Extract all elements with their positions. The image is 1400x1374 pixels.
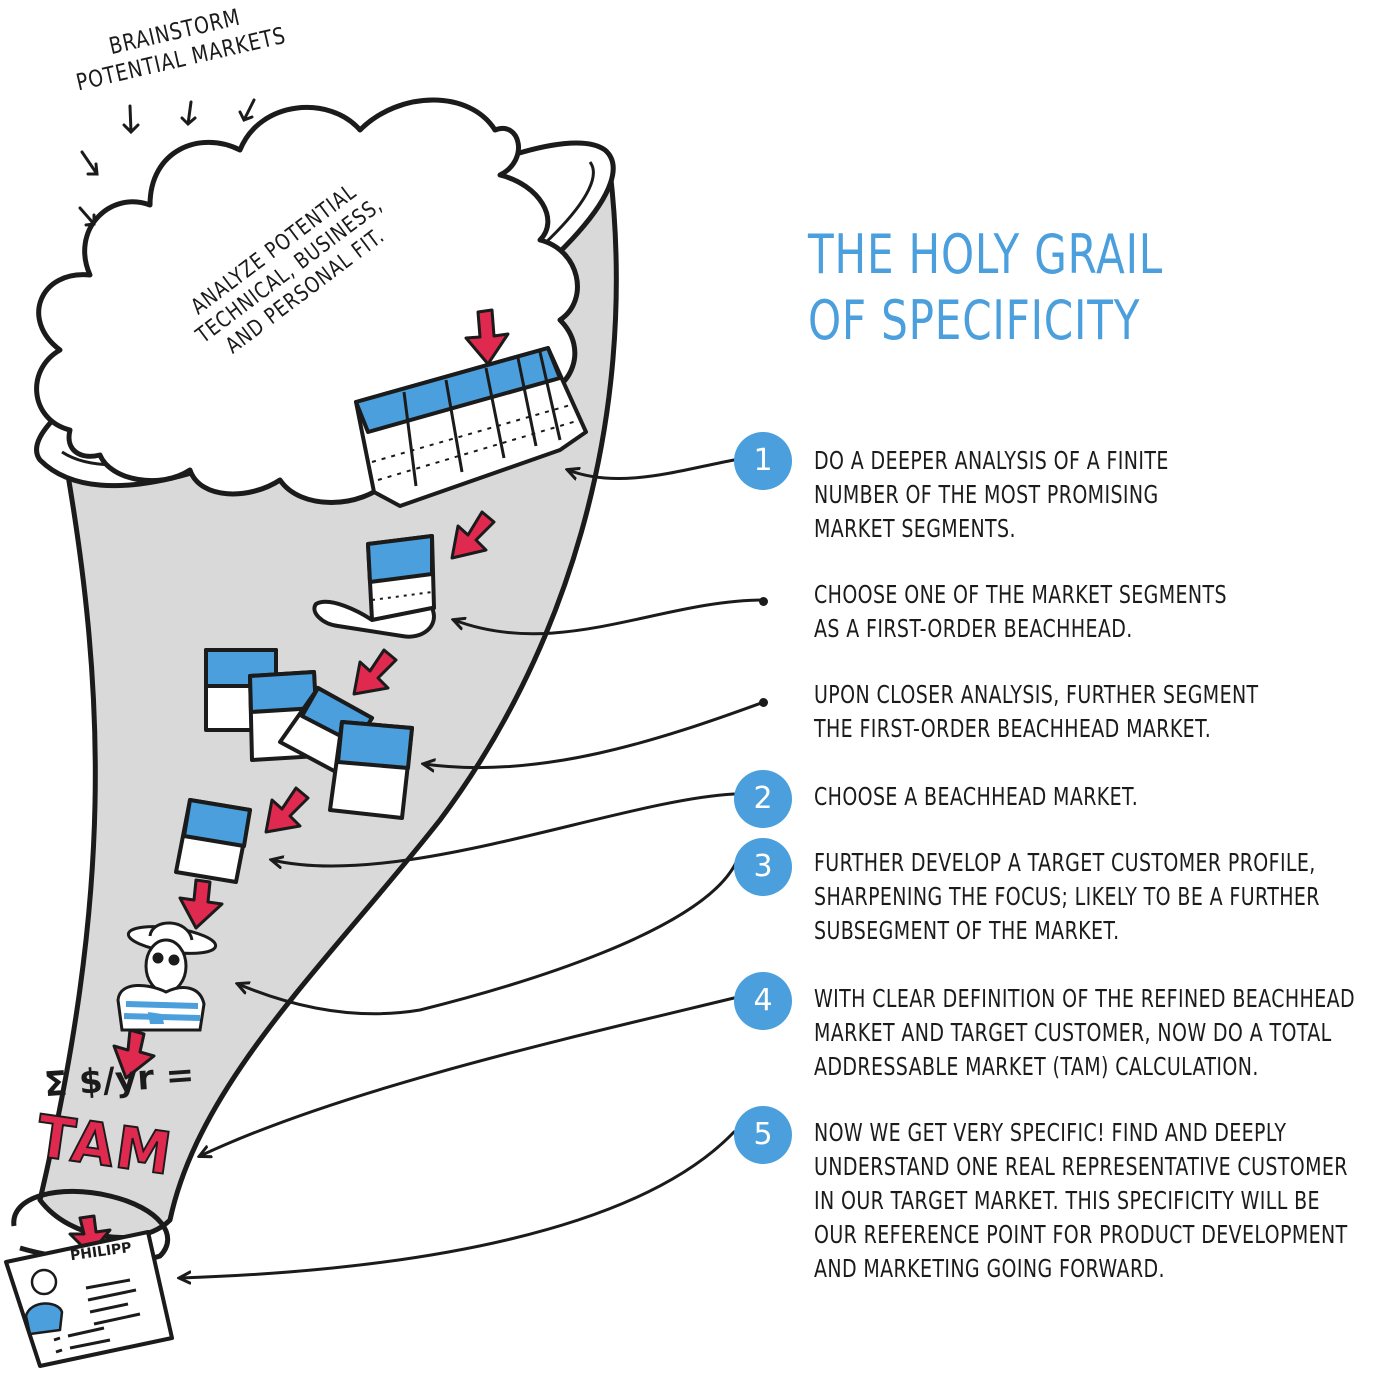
target-customer-figure: [116, 921, 218, 1032]
step-1-text: DO A DEEPER ANALYSIS OF A FINITE NUMBER …: [814, 446, 1169, 543]
connector-lines: [180, 458, 766, 1278]
step-badge-4: 4: [734, 972, 792, 1030]
connector-segment-choice: [454, 598, 766, 636]
step-dot-segment-choice: [759, 597, 768, 606]
title-line-2: OF SPECIFICITY: [808, 289, 1141, 352]
customer-profile-card: [4, 1230, 174, 1368]
connector-5: [180, 1130, 736, 1278]
connector-further-segment: [424, 700, 766, 768]
step-badge-1: 1: [734, 432, 792, 490]
connector-3: [238, 850, 742, 1016]
step-further-segment-text: UPON CLOSER ANALYSIS, FURTHER SEGMENT TH…: [814, 680, 1259, 743]
red-flow-arrows: [68, 308, 510, 1256]
brainstorm-arrows: [78, 98, 256, 227]
step-dot-further-segment: [759, 698, 768, 707]
connector-1: [568, 458, 736, 479]
connector-2: [272, 792, 736, 866]
connector-4: [200, 996, 736, 1156]
title-line-1: THE HOLY GRAIL: [808, 223, 1164, 286]
step-segment-choice-text: CHOOSE ONE OF THE MARKET SEGMENTS AS A F…: [814, 580, 1227, 643]
step-5-text: NOW WE GET VERY SPECIFIC! FIND AND DEEPL…: [814, 1118, 1348, 1283]
step-3-text: FURTHER DEVELOP A TARGET CUSTOMER PROFIL…: [814, 848, 1320, 945]
step-4-text: WITH CLEAR DEFINITION OF THE REFINED BEA…: [814, 984, 1355, 1081]
segment-cards: [174, 648, 414, 884]
step-2-text: CHOOSE A BEACHHEAD MARKET.: [814, 782, 1139, 811]
step-badge-2: 2: [734, 770, 792, 828]
step-badge-5: 5: [734, 1106, 792, 1164]
market-segments-table: [354, 346, 588, 508]
diagram-title: THE HOLY GRAIL OF SPECIFICITY: [808, 222, 1245, 354]
beachhead-scroll: [312, 534, 436, 639]
step-badge-3: 3: [734, 838, 792, 896]
